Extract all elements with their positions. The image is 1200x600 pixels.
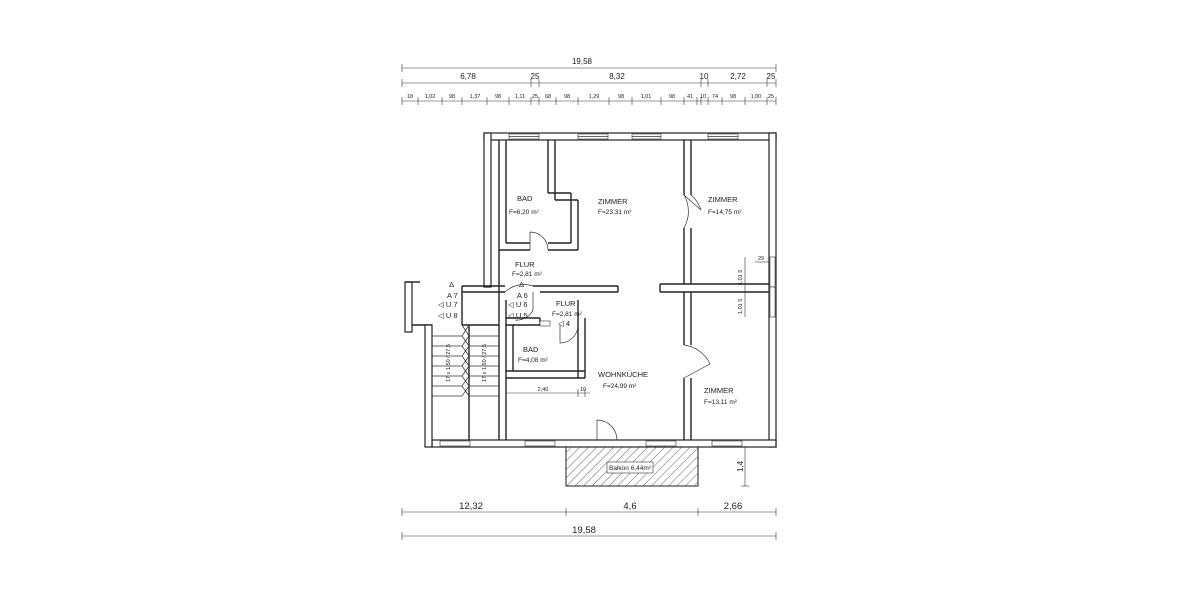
top-windows	[508, 133, 739, 140]
marker-left-u7: ◁ U 7	[438, 300, 458, 309]
dim-top-r2-5: 2,72	[730, 72, 746, 81]
dim-right-small-top: 29	[758, 256, 764, 262]
dim-top-r3-9: 98	[564, 94, 570, 100]
room-flur1-area: F=2,81 m²	[512, 271, 543, 278]
dim-bad2-width: 2,40	[538, 387, 549, 393]
room-bad2-area: F=4,08 m²	[518, 357, 549, 364]
stair-label-right: 17 x 1,50 / 27,5	[482, 344, 488, 382]
dim-top-r3-4: 1,37	[470, 94, 481, 100]
dim-top-r2-6: 25	[767, 72, 776, 81]
dim-top-r3-11: 98	[618, 94, 624, 100]
marker-center-top: Δ	[519, 280, 524, 289]
dim-top-r3-5: 98	[495, 94, 501, 100]
dim-top-r3-19: 25	[768, 94, 774, 100]
dim-bottom-total: 19,58	[572, 525, 596, 536]
marker-left-u8: ◁ U 8	[438, 311, 458, 320]
room-zimmer2-area: F=14,75 m²	[708, 209, 742, 216]
top-dimensions: 19,58 6,78 25 8,32 10 2,72 25	[401, 57, 777, 105]
dim-bad2-extra: 10	[580, 387, 586, 393]
room-zimmer2-name: ZIMMER	[708, 195, 738, 204]
marker-center-u5: ◁ U 5	[508, 311, 528, 320]
room-flur2-name: FLUR	[556, 299, 576, 308]
room-zimmer3-area: F=13,11 m²	[704, 399, 738, 406]
dim-right-window-2: 1,01 5	[738, 299, 744, 314]
dim-top-r3-13: 98	[669, 94, 675, 100]
marker-center-4: ◁ 4	[558, 319, 570, 328]
dim-top-r2-1: 6,78	[460, 72, 476, 81]
room-wohnkueche-name: WOHNKÜCHE	[598, 370, 648, 379]
bottom-windows	[439, 440, 743, 447]
dim-top-r3-16: 74	[712, 94, 718, 100]
dim-top-r3-15: 10	[700, 94, 706, 100]
dim-right-window-1: 1,01 5	[738, 270, 744, 285]
marker-center-u6: ◁ U 6	[508, 300, 528, 309]
room-labels: BAD F=6,20 m² ZIMMER F=23,31 m² ZIMMER F…	[509, 194, 742, 406]
balcony: Balkon 6,44m²	[565, 446, 699, 487]
marker-center-a6: A 6	[517, 291, 528, 300]
dim-top-r3-8: 68	[545, 94, 551, 100]
dim-top-r2-4: 10	[700, 72, 709, 81]
dim-top-r3-14: 41	[687, 94, 693, 100]
doors	[504, 194, 711, 441]
dim-bottom-r1-1: 12,32	[459, 501, 483, 512]
dim-top-r2-2: 25	[531, 72, 540, 81]
dim-top-r3-18: 1,00	[751, 94, 762, 100]
room-bad2-name: BAD	[523, 345, 539, 354]
dim-top-r3-1: 18	[407, 94, 413, 100]
balcony-label: Balkon 6,44m²	[609, 465, 652, 472]
interior-walls	[461, 140, 769, 440]
dim-top-r3-17: 98	[730, 94, 736, 100]
bottom-dimensions: 12,32 4,6 2,66 19,58	[401, 501, 777, 540]
dim-right-balcony: 1,4	[736, 460, 745, 472]
room-zimmer1-area: F=23,31 m²	[598, 209, 632, 216]
markers: Δ A 7 ◁ U 7 ◁ U 8 Δ A 6 ◁ U 6 ◁ U 5 ◁ 4	[438, 280, 570, 328]
dim-top-r3-2: 1,02	[425, 94, 436, 100]
marker-left-top: Δ	[449, 280, 454, 289]
dim-top-r3-12: 1,01	[641, 94, 652, 100]
dim-top-r3-10: 1,29	[589, 94, 600, 100]
room-flur1-name: FLUR	[515, 260, 535, 269]
marker-left-a7: A 7	[447, 291, 458, 300]
room-bad1-area: F=6,20 m²	[509, 209, 540, 216]
room-zimmer3-name: ZIMMER	[704, 386, 734, 395]
dim-top-r3-6: 1,11	[515, 94, 525, 100]
dim-top-total: 19,58	[572, 57, 593, 66]
room-wohnkueche-area: F=24,99 m²	[603, 383, 637, 390]
room-flur2-area: F=2,81 m²	[552, 311, 583, 318]
room-bad1-name: BAD	[517, 194, 533, 203]
staircase: 17 x 1,50 / 27,5 17 x 1,50 / 27,5	[432, 324, 499, 397]
dim-bottom-r1-3: 2,66	[724, 501, 743, 512]
dim-top-r3-3: 98	[449, 94, 455, 100]
right-windows	[769, 256, 776, 318]
stair-label-left: 17 x 1,50 / 27,5	[446, 344, 452, 382]
dim-top-r2-3: 8,32	[609, 72, 625, 81]
dim-bottom-r1-2: 4,6	[623, 501, 636, 512]
interior-dimensions: 2,40 10 29 1,01 5 1,01 5 1,4	[505, 256, 769, 487]
dim-top-r3-7: 25	[532, 94, 538, 100]
room-zimmer1-name: ZIMMER	[598, 197, 628, 206]
